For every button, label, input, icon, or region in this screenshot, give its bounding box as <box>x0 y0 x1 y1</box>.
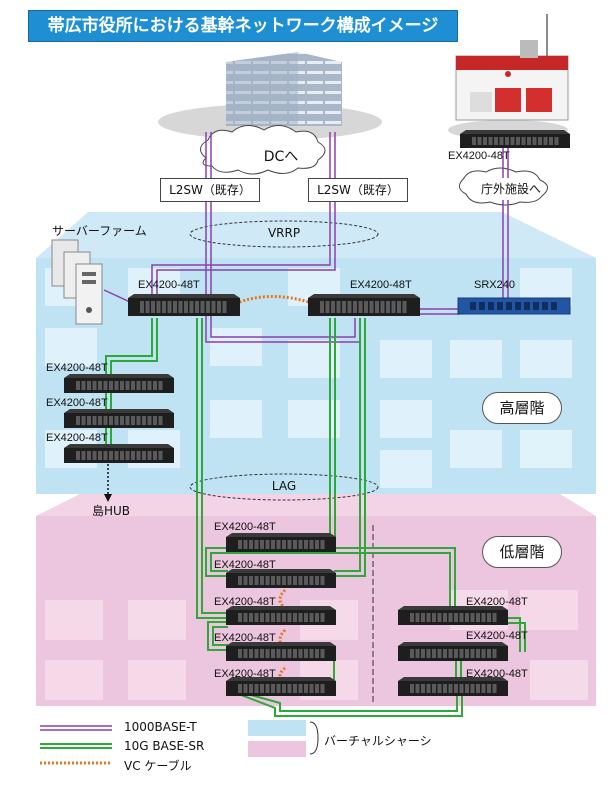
switch-label-high-2: EX4200-48T <box>46 397 108 409</box>
core-right-switch <box>308 294 420 316</box>
switch-label-low-l1: EX4200-48T <box>214 521 276 533</box>
low-switch-l5 <box>226 677 336 696</box>
low-switch-l3 <box>226 606 336 625</box>
island-hub-label: 島HUB <box>92 504 131 518</box>
low-switch-r1 <box>398 606 508 625</box>
srx240-device <box>457 297 571 315</box>
high-switch-3 <box>64 444 174 463</box>
vrrp-label: VRRP <box>267 226 301 240</box>
cloud-dc-shape <box>200 125 326 175</box>
low-floor-roof <box>36 494 596 516</box>
low-switch-r2 <box>398 642 508 661</box>
low-switch-r3 <box>398 677 508 696</box>
fire-station-switch <box>460 130 570 148</box>
high-floor-badge: 高層階 <box>482 392 562 424</box>
legend-vc-cable: VC ケーブル <box>124 759 192 773</box>
switch-label-core-left: EX4200-48T <box>138 279 200 291</box>
switch-label-high-1: EX4200-48T <box>46 362 108 374</box>
cloud-dc-label: DCへ <box>263 149 299 165</box>
switch-label-low-l3: EX4200-48T <box>214 596 276 608</box>
switch-label-high-3: EX4200-48T <box>46 432 108 444</box>
legend-1000base-t: 1000BASE-T <box>124 720 197 734</box>
cloud-external-shape <box>459 167 548 206</box>
switch-label-core-right: EX4200-48T <box>350 279 412 291</box>
high-floor-roof <box>36 212 596 258</box>
low-floor-badge: 低層階 <box>482 536 562 568</box>
low-switch-l1 <box>226 533 336 552</box>
switch-label-low-r2: EX4200-48T <box>466 630 528 642</box>
low-switch-l2 <box>226 569 336 588</box>
links-10g-base-sr <box>105 318 526 717</box>
switch-label-low-r1: EX4200-48T <box>466 596 528 608</box>
links-1000base-t <box>103 132 509 343</box>
legend-virtual-chassis: バーチャルシャーシ <box>324 734 432 748</box>
legend-low-swatch <box>248 741 306 757</box>
core-left-switch <box>128 294 240 316</box>
server-farm-icon <box>51 239 103 325</box>
l2sw-right-box: L2SW（既存） <box>308 178 408 202</box>
legend-high-swatch <box>248 720 306 736</box>
page-title: 帯広市役所における基幹ネットワーク構成イメージ <box>28 10 458 42</box>
switch-label-low-l4: EX4200-48T <box>214 632 276 644</box>
lag-label: LAG <box>271 479 297 493</box>
switch-label-fire-station: EX4200-48T <box>448 150 510 162</box>
low-switch-l4 <box>226 642 336 661</box>
high-floor-windows <box>45 268 572 488</box>
high-switch-2 <box>64 409 174 428</box>
vrrp-oval <box>189 220 379 248</box>
switch-label-low-l5: EX4200-48T <box>214 668 276 680</box>
legend-lines <box>40 725 112 765</box>
switch-label-low-r3: EX4200-48T <box>466 668 528 680</box>
server-farm-label: サーバーファーム <box>52 224 147 238</box>
cloud-external-label: 庁外施設へ <box>480 182 541 196</box>
lag-oval <box>189 473 379 501</box>
srx-label: SRX240 <box>474 279 515 291</box>
l2sw-left-box: L2SW（既存） <box>160 178 260 202</box>
legend-10g-base-sr: 10G BASE-SR <box>124 739 205 753</box>
switch-label-low-l2: EX4200-48T <box>214 559 276 571</box>
high-switch-1 <box>64 374 174 393</box>
